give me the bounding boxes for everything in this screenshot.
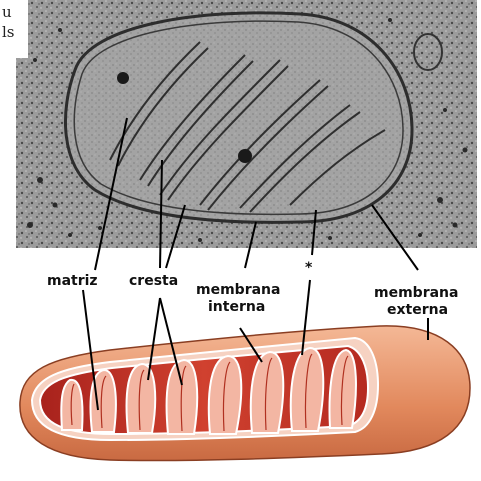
label-membrana-interna-line-1: membrana	[196, 282, 280, 299]
label-asterisk: *	[305, 260, 312, 277]
label-membrana-externa-line-2: externa	[387, 302, 448, 319]
label-membrana-interna-line-2: interna	[208, 299, 265, 316]
label-cresta: cresta	[129, 273, 178, 290]
micrograph	[0, 0, 477, 248]
label-matriz: matriz	[47, 273, 98, 290]
label-membrana-externa-line-1: membrana	[374, 285, 458, 302]
cropped-text-line-2: ls	[2, 24, 15, 41]
mitochondrion-illustration	[20, 326, 470, 461]
cropped-text-line-1: u	[2, 4, 12, 21]
